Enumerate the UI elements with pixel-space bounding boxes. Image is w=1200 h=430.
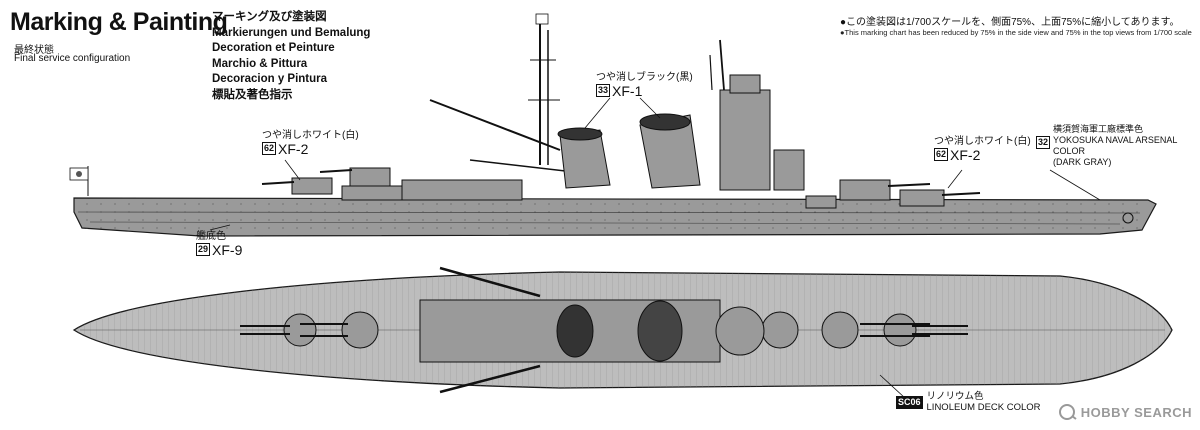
flat-white-left-jp: つや消しホワイト(白) — [262, 130, 359, 141]
yokosuka-code-row: 32 — [1036, 136, 1051, 149]
linoleum-code-row: SC06 — [896, 395, 923, 409]
paint-code: XF-2 — [278, 140, 309, 157]
paint-code: XF-9 — [212, 241, 243, 258]
flat-black-code-row: 33 XF-1 — [596, 82, 693, 99]
paint-number-badge: 62 — [934, 148, 949, 161]
top-turrets — [283, 311, 917, 349]
title-language-jp: マーキング及び塗装図 — [212, 11, 327, 23]
linoleum-text: リノリウム色 LINOLEUM DECK COLOR — [927, 391, 1041, 413]
watermark: HOBBY SEARCH — [1058, 404, 1192, 420]
title-language-it: Marchio & Pittura — [212, 57, 308, 70]
linoleum-jp: リノリウム色 — [926, 391, 984, 402]
linoleum-en: LINOLEUM DECK COLOR — [926, 402, 1041, 413]
flat-black-jp: つや消しブラック(黒) — [596, 72, 693, 83]
title-language-de: Markierungen und Bemalung — [212, 26, 371, 39]
page-title: Marking & Painting — [10, 8, 228, 36]
hull-red-jp: 艦底色 — [196, 231, 226, 242]
side-view — [69, 13, 1157, 237]
callout-linoleum: SC06 リノリウム色 LINOLEUM DECK COLOR — [896, 391, 1041, 413]
funnels — [557, 113, 701, 189]
top-gun-barrels — [240, 323, 968, 337]
paint-code: XF-2 — [950, 146, 981, 163]
aft-turrets — [261, 167, 403, 201]
title-language-fr: Decoration et Peinture — [212, 42, 335, 55]
top-funnel-fwd — [637, 300, 683, 362]
main-mast — [528, 13, 560, 165]
callout-hull-red: 艦底色 29 XF-9 — [196, 231, 243, 258]
scale-note-jp: ●この塗装図は1/700スケールを、側面75%、上面75%に縮小してあります。 — [840, 17, 1180, 28]
scale-note-en: ●This marking chart has been reduced by … — [840, 28, 1192, 37]
stern-flag — [69, 166, 89, 196]
callout-yokosuka: 32 横須賀海軍工廠標準色 YOKOSUKA NAVAL ARSENAL COL… — [1036, 124, 1200, 168]
top-funnel-aft — [556, 304, 594, 358]
forward-turrets — [805, 179, 981, 209]
watermark-text: HOBBY SEARCH — [1080, 404, 1192, 420]
final-config-en: Final service configuration — [14, 53, 131, 64]
flat-white-right-code-row: 62 XF-2 — [934, 146, 1031, 163]
top-view — [72, 266, 1173, 399]
side-leader-lines — [209, 97, 1101, 231]
yokosuka-en-sub: (DARK GRAY) — [1053, 157, 1112, 167]
paint-number-badge: 29 — [196, 243, 211, 256]
paint-number-badge: SC06 — [896, 395, 923, 409]
flat-white-left-code-row: 62 XF-2 — [262, 140, 359, 157]
top-bridge — [715, 306, 765, 356]
flat-white-right-jp: つや消しホワイト(白) — [934, 136, 1031, 147]
callout-flat-black: つや消しブラック(黒) 33 XF-1 — [596, 72, 693, 99]
paint-number-badge: 33 — [596, 84, 611, 97]
hobby-search-logo-icon — [1058, 404, 1077, 420]
paint-code: XF-1 — [612, 82, 643, 99]
hull-red-code-row: 29 XF-9 — [196, 241, 243, 258]
bridge-tower — [709, 39, 805, 191]
yokosuka-text: 横須賀海軍工廠標準色 YOKOSUKA NAVAL ARSENAL COLOR … — [1053, 124, 1200, 168]
yokosuka-jp: 横須賀海軍工廠標準色 — [1053, 124, 1144, 134]
paint-number-badge: 32 — [1036, 136, 1051, 149]
title-language-zh: 標貼及著色指示 — [212, 89, 293, 101]
callout-flat-white-left: つや消しホワイト(白) 62 XF-2 — [262, 130, 359, 157]
yokosuka-en: YOKOSUKA NAVAL ARSENAL COLOR — [1053, 135, 1178, 156]
title-language-es: Decoracion y Pintura — [212, 73, 328, 86]
callout-flat-white-right: つや消しホワイト(白) 62 XF-2 — [934, 136, 1031, 163]
paint-number-badge: 62 — [262, 142, 277, 155]
final-config-jp: 最終状態 — [14, 45, 54, 56]
